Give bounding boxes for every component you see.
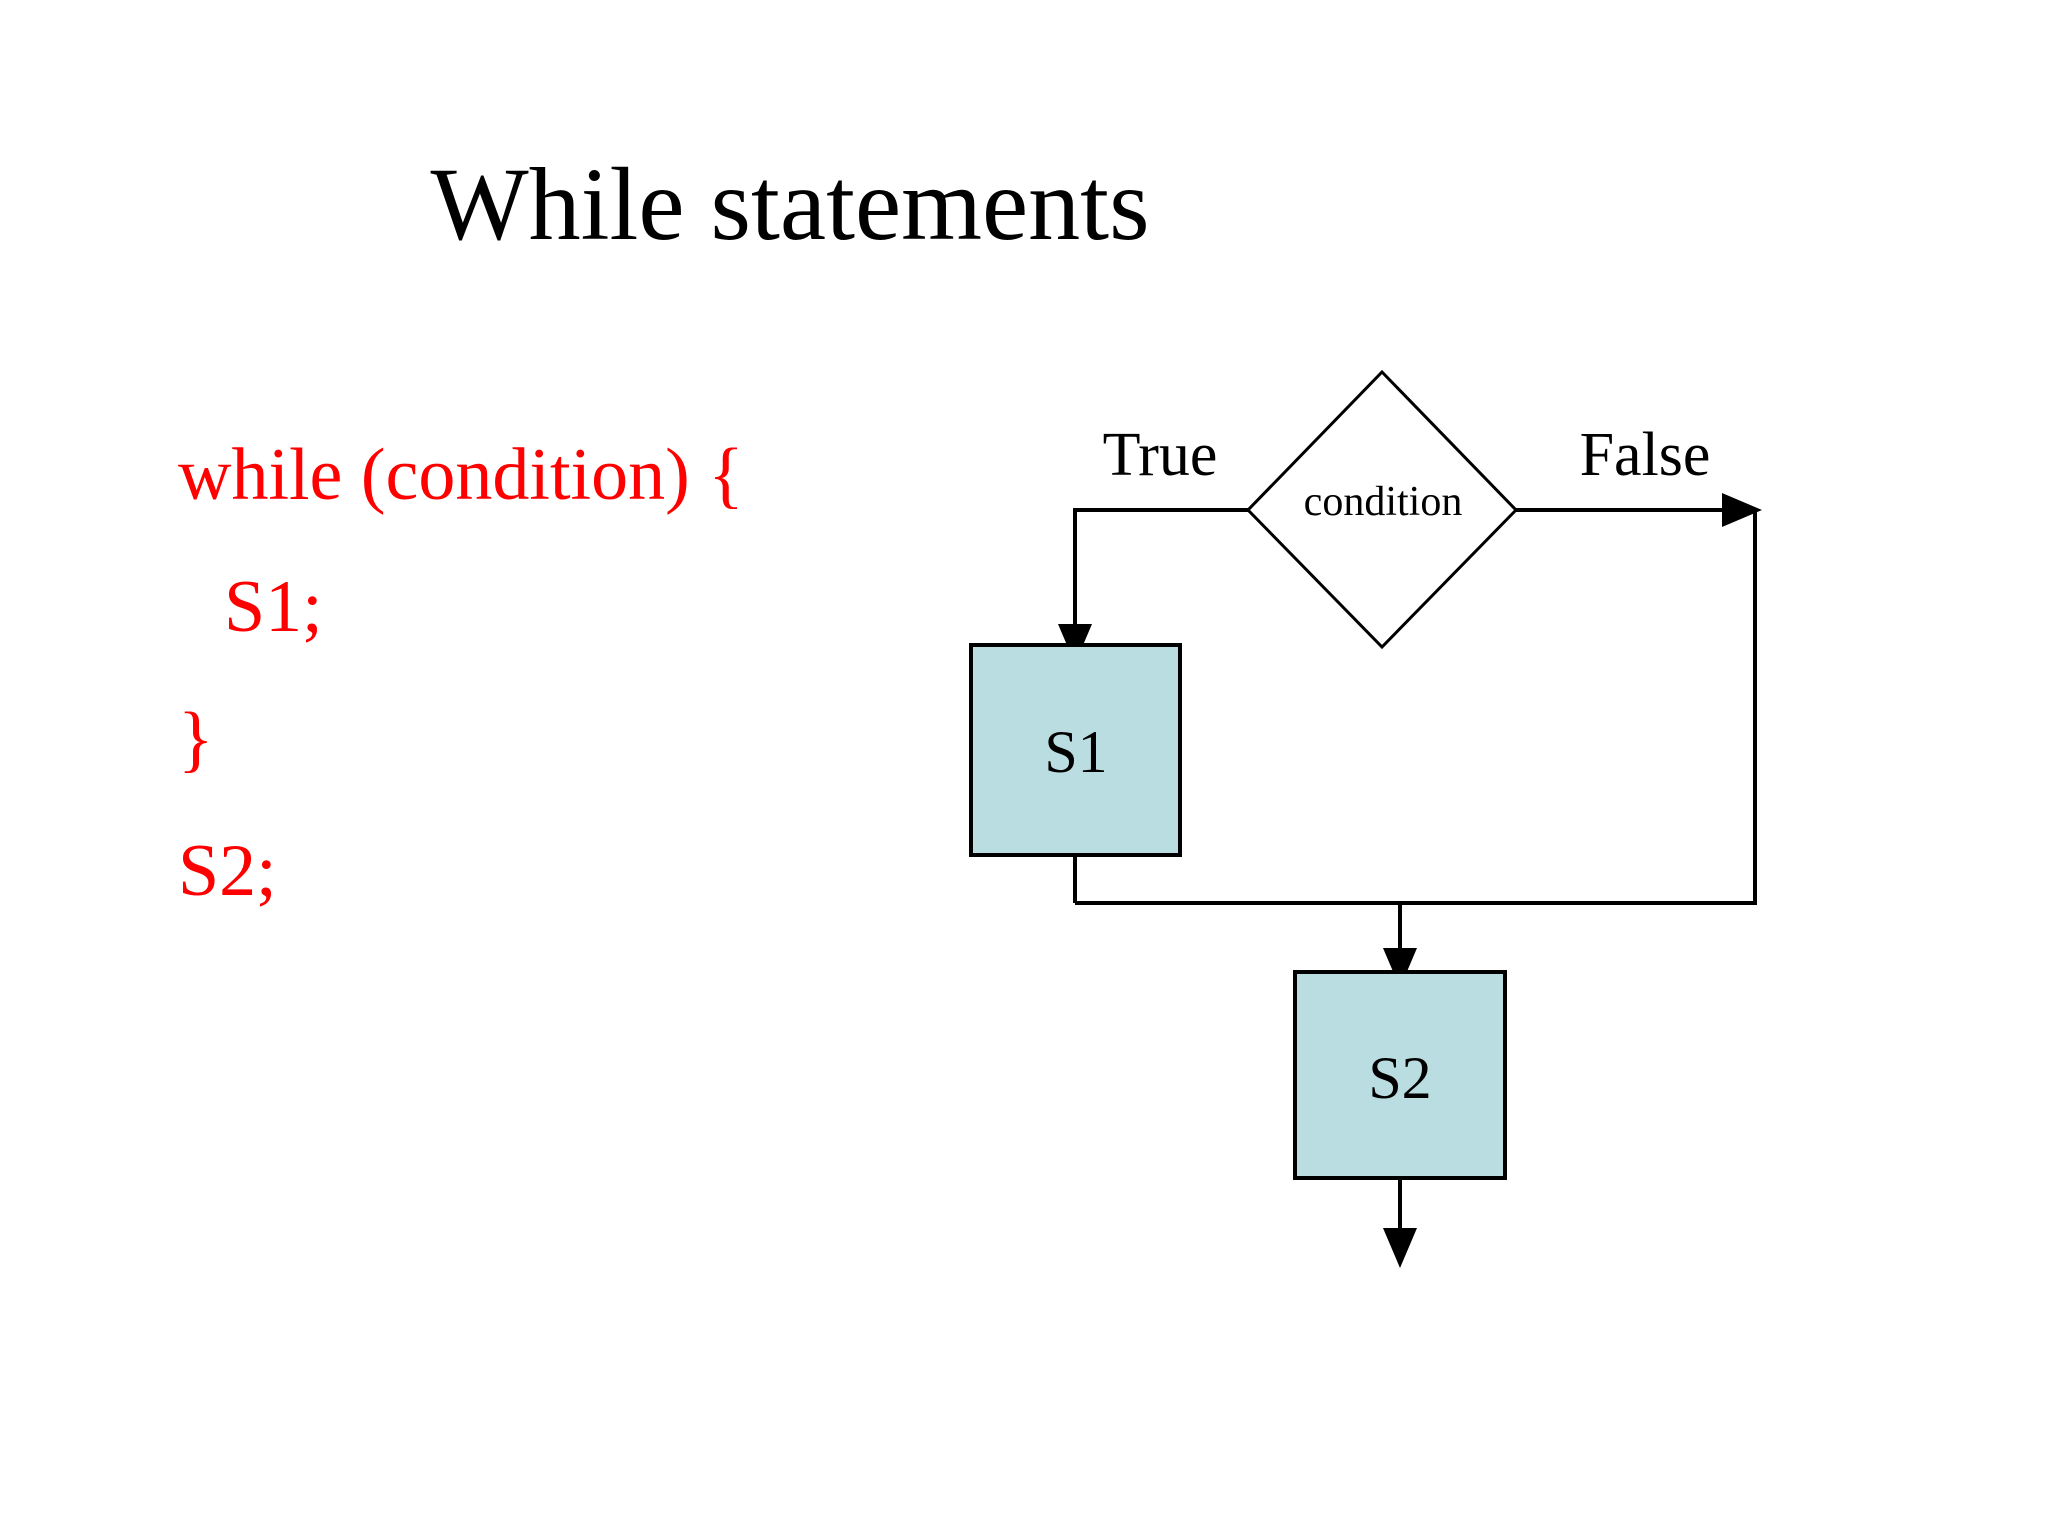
edge-true-to-s1 (1073, 508, 1248, 636)
decision-label: condition (1303, 479, 1463, 525)
arrowhead-true-to-s1 (1058, 624, 1092, 664)
code-snippet: while (condition) { S1; } S2; (178, 438, 938, 908)
process-label-s1: S1 (1044, 719, 1108, 785)
edge-false-down-and-back (1075, 510, 1757, 905)
arrowhead-join-to-s2 (1383, 948, 1417, 988)
code-line-s1: S1; (224, 566, 323, 648)
arrowhead-false (1722, 493, 1762, 527)
arrowhead-s2-exit (1383, 1228, 1417, 1268)
code-line-close-brace: } (178, 698, 214, 780)
branch-label-false: False (1579, 421, 1711, 489)
process-label-s2: S2 (1368, 1045, 1432, 1111)
code-line-s2: S2; (178, 830, 277, 912)
page-title: While statements (430, 147, 1150, 262)
branch-label-true: True (1102, 421, 1218, 489)
code-line-while: while (condition) { (178, 434, 744, 516)
